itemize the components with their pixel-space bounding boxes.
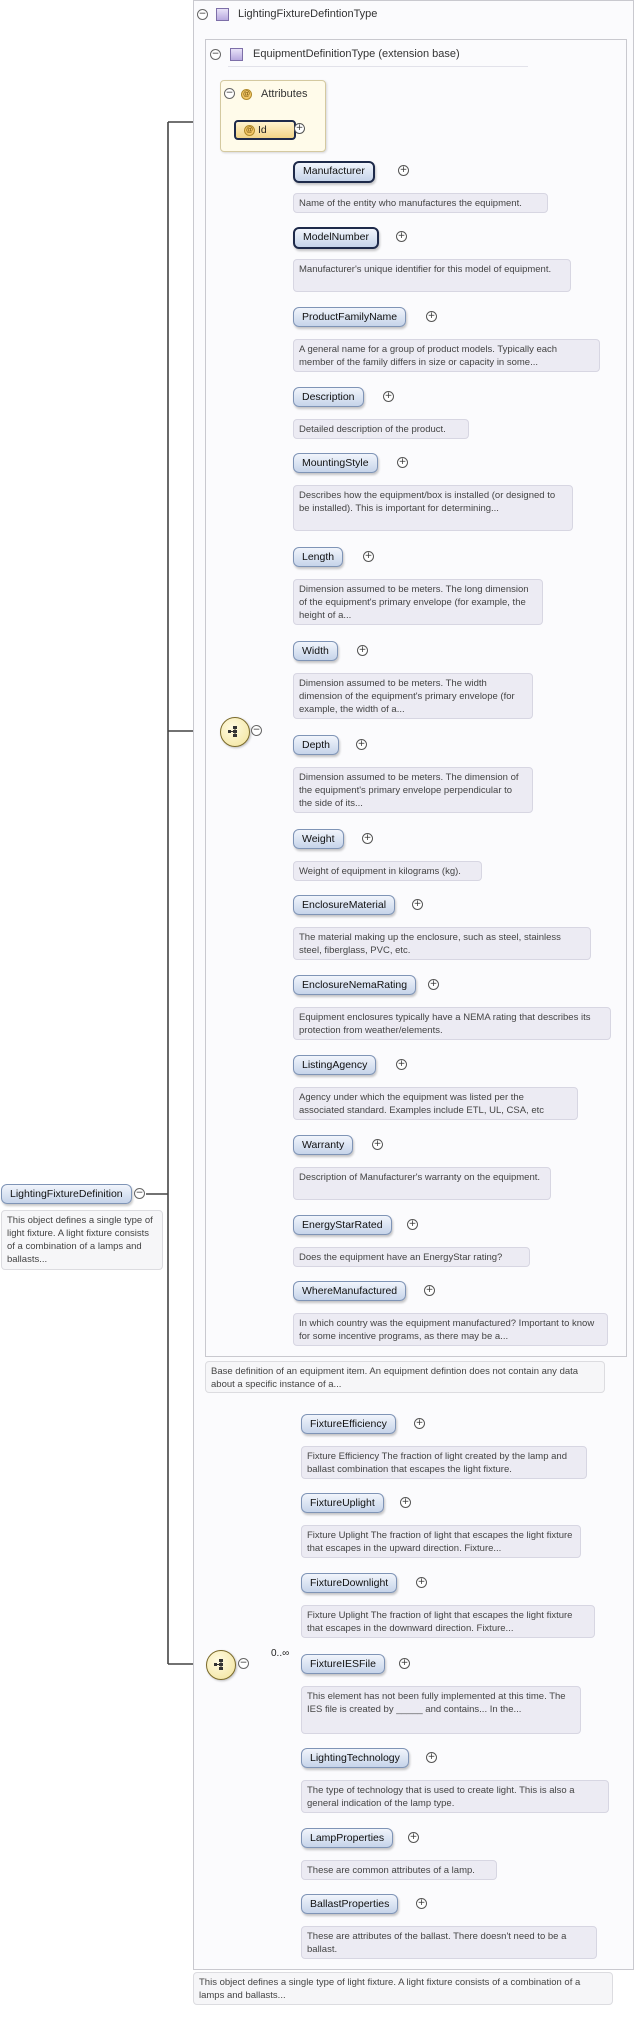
attributes-title: Attributes — [261, 88, 308, 100]
element-fixture-efficiency[interactable]: FixtureEfficiency — [301, 1414, 396, 1434]
element-fixture-downlight[interactable]: FixtureDownlight — [301, 1573, 398, 1593]
expand-plus-icon[interactable]: + — [397, 457, 408, 468]
expand-plus-icon[interactable]: + — [372, 1139, 383, 1150]
element-depth[interactable]: Depth — [293, 735, 340, 755]
expand-plus-icon[interactable]: + — [412, 899, 423, 910]
expand-plus-icon[interactable]: + — [407, 1219, 418, 1230]
expand-plus-icon[interactable]: + — [416, 1898, 427, 1909]
element-fixture-iesfile[interactable]: FixtureIESFile — [301, 1654, 385, 1674]
element-energy-star-rated[interactable]: EnergyStarRated — [293, 1215, 392, 1235]
attributes-group — [220, 80, 326, 152]
complex-type-icon — [230, 48, 243, 61]
element-description: Dimension assumed to be meters. The long… — [293, 579, 543, 625]
element-description: Manufacturer's unique identifier for thi… — [293, 259, 571, 292]
element-description: Equipment enclosures typically have a NE… — [293, 1007, 611, 1040]
element-enclosure-nema-rating[interactable]: EnclosureNemaRating — [293, 975, 417, 995]
collapse-icon[interactable]: − — [251, 725, 262, 736]
expand-plus-icon[interactable]: + — [416, 1577, 427, 1588]
element-description: Does the equipment have an EnergyStar ra… — [293, 1247, 530, 1267]
expand-plus-icon[interactable]: + — [396, 231, 407, 242]
expand-plus-icon[interactable]: + — [383, 391, 394, 402]
element-description: Description of Manufacturer's warranty o… — [293, 1167, 551, 1200]
expand-plus-icon[interactable]: + — [408, 1832, 419, 1843]
element-description: Fixture Uplight The fraction of light th… — [301, 1525, 581, 1558]
expand-plus-icon[interactable]: + — [426, 1752, 437, 1763]
expand-plus-icon[interactable]: + — [424, 1285, 435, 1296]
element-description: This element has not been fully implemen… — [301, 1686, 581, 1734]
element-description: Describes how the equipment/box is insta… — [293, 485, 573, 531]
element-description: A general name for a group of product mo… — [293, 339, 600, 372]
element-description: Weight of equipment in kilograms (kg). — [293, 861, 482, 881]
element-description: Detailed description of the product. — [293, 419, 469, 439]
element-lamp-properties[interactable]: LampProperties — [301, 1828, 394, 1848]
element-description: Dimension assumed to be meters. The dime… — [293, 767, 533, 813]
element-product-family-name[interactable]: ProductFamilyName — [293, 307, 407, 327]
element-description: These are attributes of the ballast. The… — [301, 1926, 597, 1959]
complex-type-icon — [216, 8, 229, 21]
base-type-title: EquipmentDefinitionType (extension base) — [253, 48, 460, 60]
element-model-number[interactable]: ModelNumber — [293, 227, 379, 249]
root-description: This object defines a single type of lig… — [1, 1210, 163, 1270]
expand-plus-icon[interactable]: + — [396, 1059, 407, 1070]
expand-plus-icon[interactable]: + — [363, 551, 374, 562]
element-description: Name of the entity who manufactures the … — [293, 193, 548, 213]
expand-plus-icon[interactable]: + — [426, 311, 437, 322]
collapse-icon[interactable]: − — [134, 1188, 145, 1199]
occurrence-label: 0..∞ — [271, 1648, 290, 1659]
expand-plus-icon[interactable]: + — [399, 1658, 410, 1669]
expand-plus-icon[interactable]: + — [414, 1418, 425, 1429]
element-length[interactable]: Length — [293, 547, 344, 567]
collapse-icon[interactable]: − — [238, 1658, 249, 1669]
element-description: Dimension assumed to be meters. The widt… — [293, 673, 533, 719]
element-weight[interactable]: Weight — [293, 829, 344, 849]
element-listing-agency[interactable]: ListingAgency — [293, 1055, 377, 1075]
type-description: This object defines a single type of lig… — [193, 1972, 613, 2005]
collapse-icon[interactable]: − — [197, 9, 208, 20]
element-width[interactable]: Width — [293, 641, 338, 661]
element-description: These are common attributes of a lamp. — [301, 1860, 497, 1880]
expand-plus-icon[interactable]: + — [357, 645, 368, 656]
element-ballast-properties[interactable]: BallastProperties — [301, 1894, 399, 1914]
expand-plus-icon[interactable]: + — [294, 123, 305, 134]
header-rule — [228, 66, 528, 67]
element-fixture-uplight[interactable]: FixtureUplight — [301, 1493, 384, 1513]
collapse-icon[interactable]: − — [210, 49, 221, 60]
sequence-compositor-icon[interactable] — [220, 717, 250, 747]
collapse-icon[interactable]: − — [224, 88, 235, 99]
sequence-compositor-icon[interactable] — [206, 1650, 236, 1680]
element-mounting-style[interactable]: MountingStyle — [293, 453, 378, 473]
element-description: The type of technology that is used to c… — [301, 1780, 609, 1813]
element-description: In which country was the equipment manuf… — [293, 1313, 608, 1346]
expand-plus-icon[interactable]: + — [356, 739, 367, 750]
attribute-icon: @ — [241, 89, 252, 100]
element-description: The material making up the enclosure, su… — [293, 927, 591, 960]
element-description[interactable]: Description — [293, 387, 364, 407]
element-warranty[interactable]: Warranty — [293, 1135, 354, 1155]
expand-plus-icon[interactable]: + — [362, 833, 373, 844]
base-type-description: Base definition of an equipment item. An… — [205, 1361, 605, 1393]
root-element[interactable]: LightingFixtureDefinition — [1, 1184, 132, 1204]
expand-plus-icon[interactable]: + — [400, 1497, 411, 1508]
expand-plus-icon[interactable]: + — [428, 979, 439, 990]
outer-type-title: LightingFixtureDefintionType — [238, 8, 378, 20]
attribute-icon: @ — [244, 125, 255, 136]
element-description: Fixture Efficiency The fraction of light… — [301, 1446, 587, 1479]
expand-plus-icon[interactable]: + — [398, 165, 409, 176]
element-manufacturer[interactable]: Manufacturer — [293, 161, 375, 183]
element-enclosure-material[interactable]: EnclosureMaterial — [293, 895, 396, 915]
element-lighting-technology[interactable]: LightingTechnology — [301, 1748, 409, 1768]
element-where-manufactured[interactable]: WhereManufactured — [293, 1281, 407, 1301]
element-description: Fixture Uplight The fraction of light th… — [301, 1605, 595, 1638]
element-description: Agency under which the equipment was lis… — [293, 1087, 578, 1120]
